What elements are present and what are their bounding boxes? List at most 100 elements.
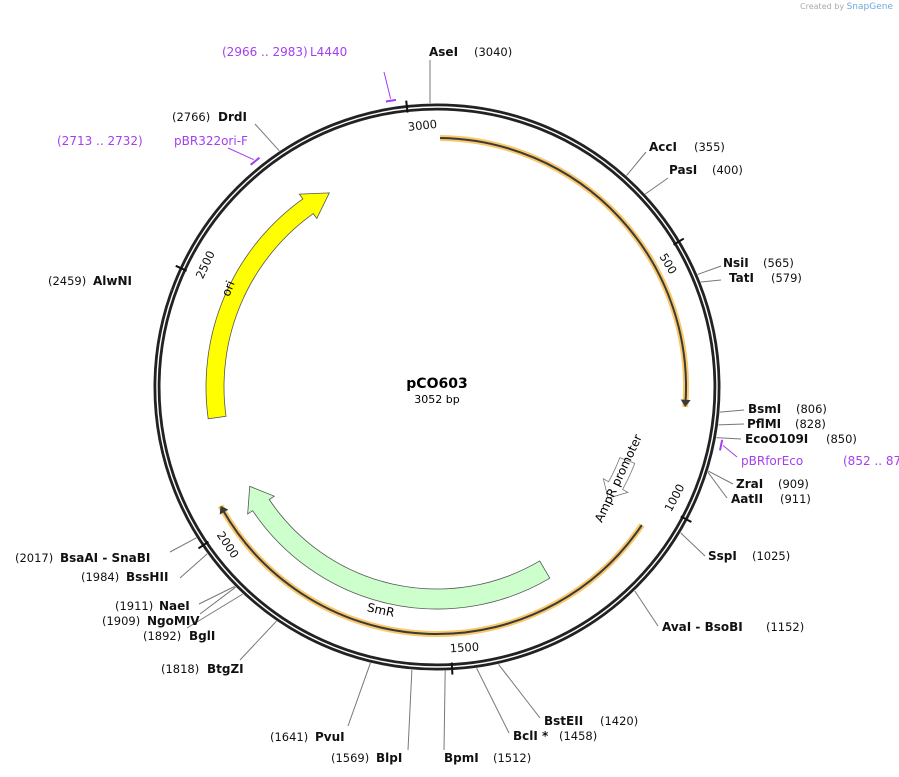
site-position: (2459) [48,274,86,288]
site-position: (2766) [172,110,210,124]
primer-name[interactable]: L4440 [310,45,347,59]
site-name[interactable]: EcoO109I [745,432,808,446]
site-position: (1025) [752,549,790,563]
site-name[interactable]: TatI [729,271,754,285]
site-leader-line [169,537,197,553]
tick-label: 3000 [407,117,438,134]
site-position: (3040) [474,45,512,59]
site-name[interactable]: NgoMIV [147,614,200,628]
tick-mark [197,540,209,550]
primer-leader-line [722,445,738,458]
feature-arrowhead [219,505,229,515]
site-name[interactable]: AvaI - BsoBI [662,620,743,634]
sites-layer: AseI (3040) AccI (355) PasI (400) NsiI (565) Tat… [15,45,899,765]
site-leader-line [186,593,243,629]
site-leader-line [680,532,706,557]
primer-leader-line [227,147,254,161]
watermark: Created by SnapGene [800,2,893,12]
site-position: (850) [826,432,857,446]
feature-label: ori [219,279,238,299]
site-name[interactable]: AseI [429,45,458,59]
tick-mark [673,237,685,246]
site-leader-line [254,123,280,152]
site-position: (355) [694,140,725,154]
site-leader-line [498,663,541,719]
feature-ori[interactable] [205,192,330,420]
site-leader-line [198,585,235,605]
primer-name[interactable]: pBR322ori-F [174,134,248,148]
plasmid-name: pCO603 [406,376,467,392]
site-position: (1909) [102,614,140,628]
site-name[interactable]: SspI [708,549,737,563]
primer-mark[interactable] [719,439,724,451]
site-name[interactable]: NaeI [159,599,190,613]
primer-range: (852 .. 870) [843,454,899,468]
site-position: (806) [796,402,827,416]
site-name[interactable]: DrdI [218,110,247,124]
feature-label: SmR [366,600,396,619]
site-name[interactable]: BsmI [748,402,781,416]
primer-range: (2713 .. 2732) [57,134,143,148]
feature-ampr-promoter[interactable] [602,457,636,499]
site-leader-line [707,471,728,499]
site-name[interactable]: PflMI [747,417,781,431]
tick-mark [175,264,188,272]
site-leader-line [634,590,659,627]
feature-arc [221,508,643,635]
feature-smr[interactable] [247,485,551,610]
feature-arc [440,137,687,403]
site-leader-line [718,423,745,426]
site-position: (2017) [15,551,53,565]
snapgene-logo: SnapGene [846,2,893,12]
site-name[interactable]: BpmI [444,751,479,765]
site-name[interactable]: PvuI [315,730,345,744]
site-leader-line [716,437,742,440]
site-leader-line [179,553,208,579]
site-name[interactable]: BlpI [376,751,402,765]
site-name[interactable]: BssHII [126,570,168,584]
primer-mark[interactable] [385,98,397,103]
site-leader-line [407,669,413,751]
site-leader-line [697,265,722,275]
site-position: (909) [778,477,809,491]
feature-arrowhead [680,399,691,407]
site-position: (565) [763,256,794,270]
primer-leader-line [383,71,392,99]
site-name[interactable]: AccI [649,140,677,154]
site-leader-line [347,662,371,727]
site-name[interactable]: AlwNI [93,274,132,288]
site-position: (400) [712,163,743,177]
site-position: (579) [771,271,802,285]
tick-mark [405,100,409,113]
site-name[interactable]: BclI * [513,729,549,743]
site-position: (1152) [766,620,804,634]
site-name[interactable]: BglI [189,629,215,643]
feature-label: AmpR promoter [592,432,645,524]
site-leader-line [719,409,745,413]
site-name[interactable]: BstEII [544,714,583,728]
site-position: (1512) [493,751,531,765]
site-leader-line [476,667,510,734]
site-position: (1569) [331,751,369,765]
site-name[interactable]: NsiI [723,256,749,270]
primer-name[interactable]: pBRforEco [741,454,803,468]
primer-mark[interactable] [250,156,261,166]
site-name[interactable]: PasI [669,163,697,177]
site-position: (1458) [559,729,597,743]
site-name[interactable]: BsaAI - SnaBI [60,551,150,565]
site-name[interactable]: BtgZI [207,662,244,676]
primer-range: (2966 .. 2983) [222,45,308,59]
site-leader-line [199,586,236,615]
site-leader-line [708,470,734,485]
site-name[interactable]: AatII [731,492,763,506]
site-name[interactable]: ZraI [736,477,763,491]
plasmid-length: 3052 bp [414,393,459,406]
site-leader-line [645,177,669,195]
site-position: (1911) [115,599,153,613]
site-leader-line [443,670,446,751]
tick-label: 2500 [193,248,218,280]
tick-mark [450,662,454,675]
site-position: (1818) [161,662,199,676]
